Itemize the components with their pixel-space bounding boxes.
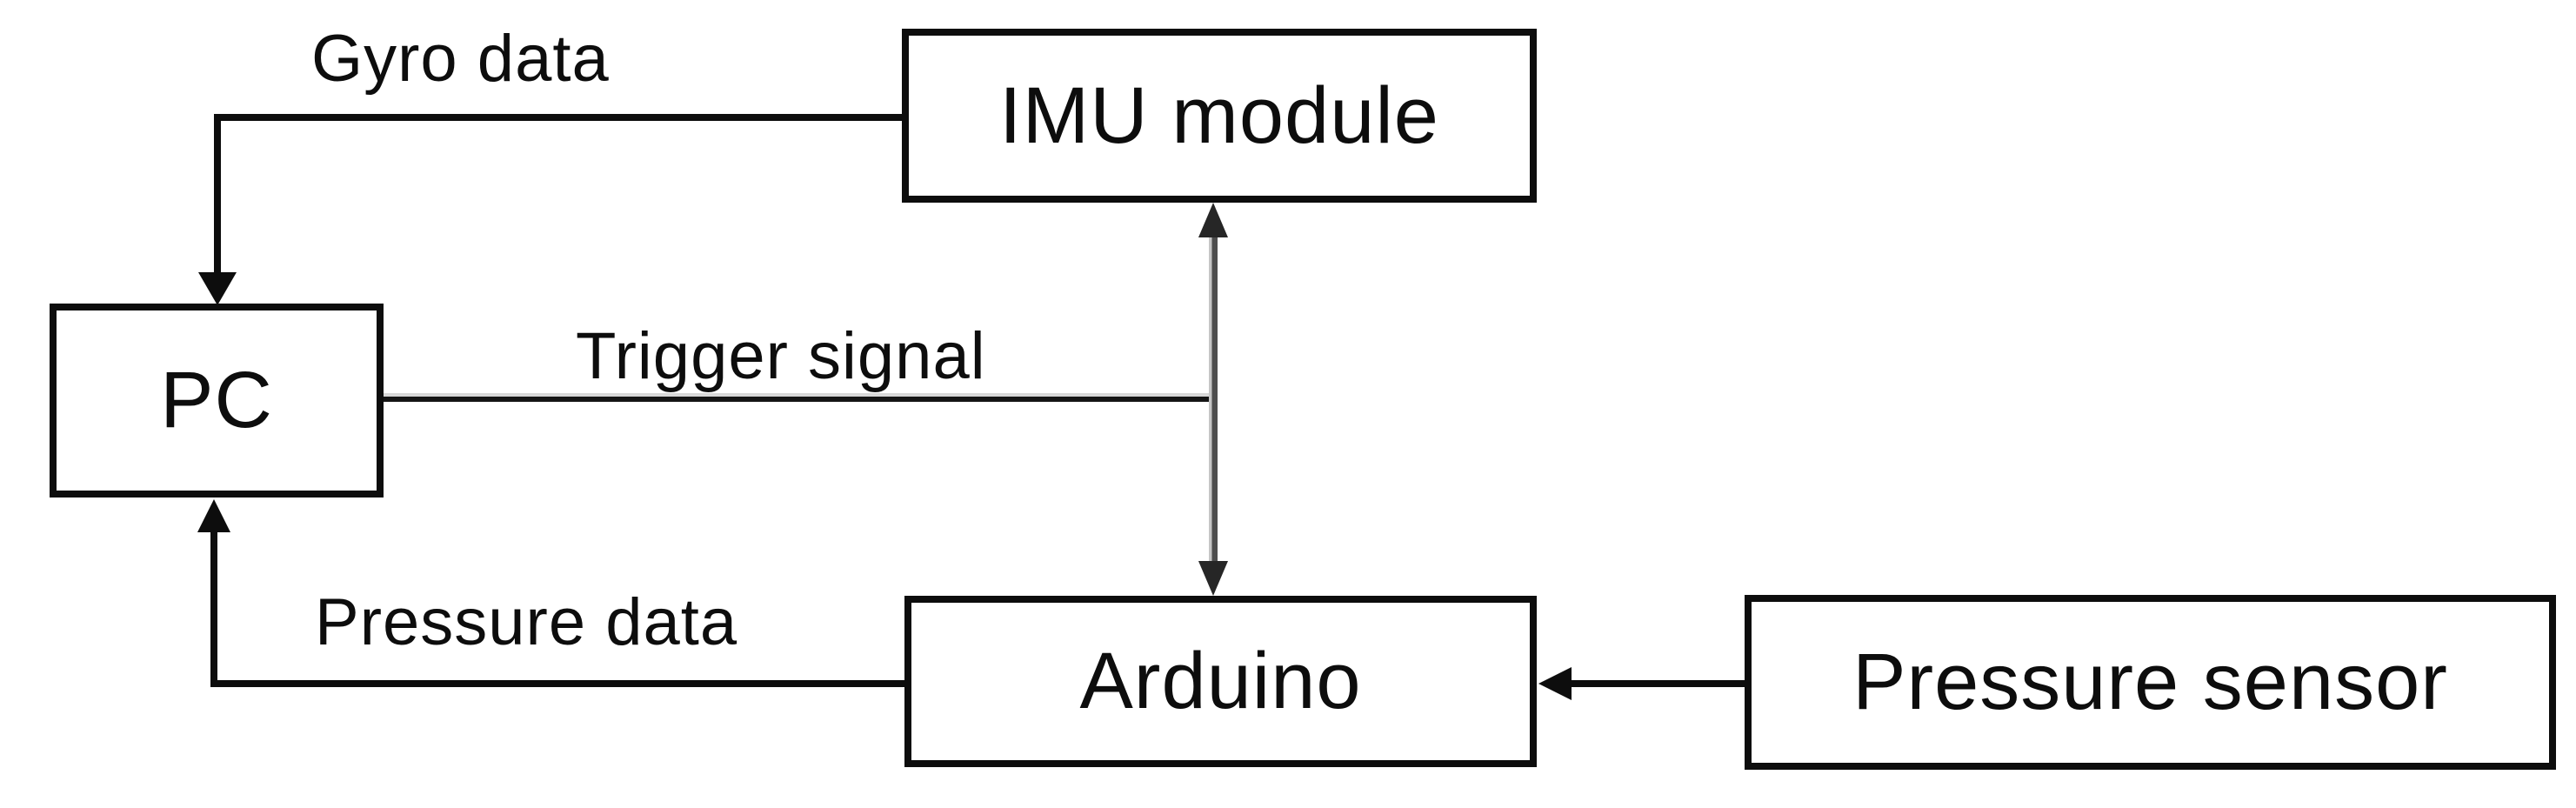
imu-module-label: IMU module [999, 70, 1439, 160]
trigger-connector-horizontal [384, 393, 1217, 402]
sensor-arrowhead-left [1538, 667, 1572, 700]
pressure-arrowhead-up [197, 499, 230, 532]
imu-arduino-arrowhead-down [1198, 561, 1228, 596]
node-imu-module: IMU module [902, 29, 1537, 203]
node-pc: PC [50, 304, 384, 497]
node-arduino: Arduino [904, 596, 1537, 767]
trigger-signal-label: Trigger signal [576, 319, 986, 393]
gyro-connector-horizontal [214, 114, 902, 121]
gyro-data-label: Gyro data [311, 22, 610, 96]
pressure-data-label: Pressure data [315, 585, 738, 659]
arduino-label: Arduino [1079, 637, 1362, 725]
pc-label: PC [160, 356, 273, 444]
gyro-connector-vertical [214, 114, 221, 276]
sensor-connector-horizontal [1571, 680, 1745, 687]
pressure-connector-vertical [210, 531, 217, 687]
gyro-arrowhead-down [198, 272, 237, 305]
node-pressure-sensor: Pressure sensor [1745, 595, 2556, 770]
pressure-connector-horizontal [214, 680, 904, 687]
imu-arduino-connector-vertical [1209, 228, 1218, 565]
imu-arduino-arrowhead-up [1198, 203, 1228, 237]
pressure-sensor-label: Pressure sensor [1852, 638, 2448, 726]
